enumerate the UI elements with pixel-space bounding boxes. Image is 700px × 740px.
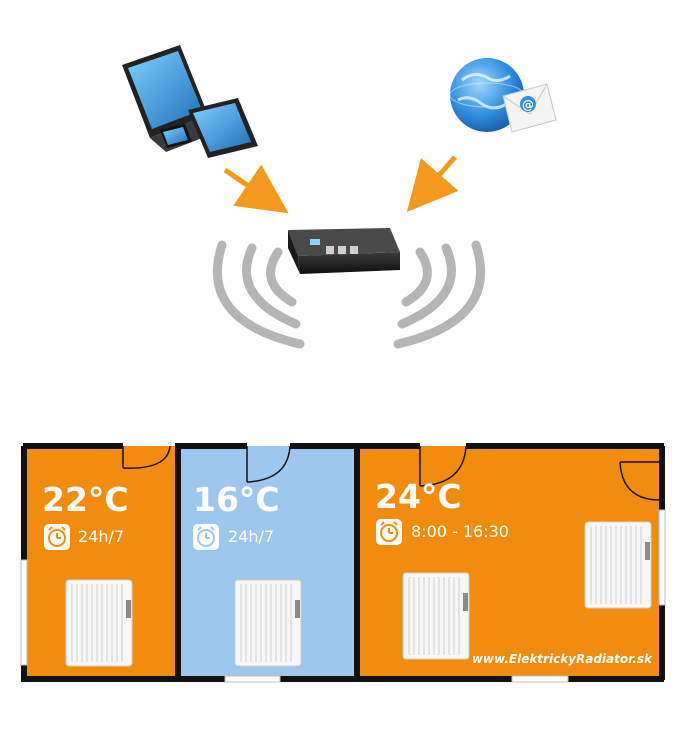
svg-text:@: @	[522, 98, 534, 112]
laptop-tablet-phone-icon	[122, 45, 258, 158]
clock-icon	[193, 524, 219, 550]
room-2-temperature: 16°C	[193, 480, 280, 519]
radiator-icon	[584, 521, 652, 609]
radiator-icon	[234, 579, 302, 667]
control-unit-icon	[288, 228, 400, 274]
floor-plan	[20, 443, 666, 683]
room-2-schedule: 24h/7	[228, 527, 275, 546]
arrow-left	[223, 164, 289, 214]
radiator-icon	[402, 572, 470, 660]
radiator-icon	[65, 579, 133, 667]
clock-icon	[375, 518, 403, 546]
room-1-schedule: 24h/7	[78, 527, 125, 546]
room-3-temperature: 24°C	[375, 477, 462, 516]
website-watermark: www.ElektrickyRadiator.sk	[471, 652, 652, 666]
room-1-temperature: 22°C	[42, 480, 129, 519]
room-3-schedule: 8:00 - 16:30	[411, 522, 509, 541]
wifi-signal-icon	[213, 240, 485, 349]
clock-icon	[43, 523, 71, 551]
arrow-right	[406, 155, 459, 213]
globe-email-icon: @	[449, 58, 557, 133]
